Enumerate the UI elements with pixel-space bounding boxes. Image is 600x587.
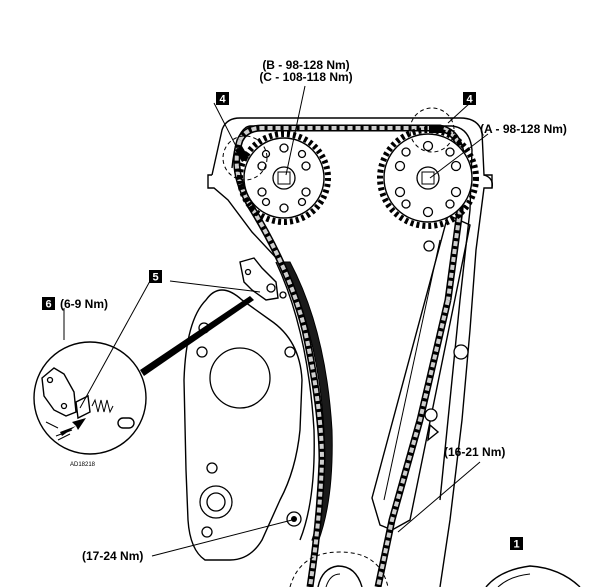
tensioner-guide — [275, 261, 333, 543]
crankshaft-pulley — [485, 565, 581, 587]
tensioner-detail-inset — [33, 341, 147, 455]
torque-b-label: (B - 98-128 Nm) — [262, 58, 349, 72]
torque-16-21-label: (16-21 Nm) — [444, 445, 505, 459]
badge-6: 6 — [42, 297, 55, 311]
left-camshaft-sprocket — [237, 131, 331, 225]
engine-block-casting — [183, 289, 303, 561]
right-camshaft-sprocket — [377, 127, 479, 229]
torque-17-24-label: (17-24 Nm) — [82, 549, 143, 563]
svg-text:4: 4 — [466, 94, 473, 106]
badge-4-right: 4 — [463, 92, 476, 106]
chain-tensioner — [239, 257, 287, 301]
badge-4-left: 4 — [216, 92, 229, 106]
svg-text:1: 1 — [513, 539, 519, 551]
leader-lines — [63, 85, 489, 557]
torque-6-label: (6-9 Nm) — [60, 297, 108, 311]
badge-5: 5 — [149, 270, 162, 284]
torque-a-label: (A - 98-128 Nm) — [480, 122, 567, 136]
crankshaft-sprocket — [289, 551, 389, 587]
figure-id-label: AD18218 — [70, 462, 96, 468]
inset-connector — [140, 296, 254, 376]
svg-text:6: 6 — [45, 299, 51, 311]
locking-tool-markers — [222, 107, 455, 181]
badge-1: 1 — [510, 537, 523, 551]
svg-text:5: 5 — [152, 272, 158, 284]
svg-text:4: 4 — [219, 94, 226, 106]
torque-c-label: (C - 108-118 Nm) — [259, 70, 352, 84]
